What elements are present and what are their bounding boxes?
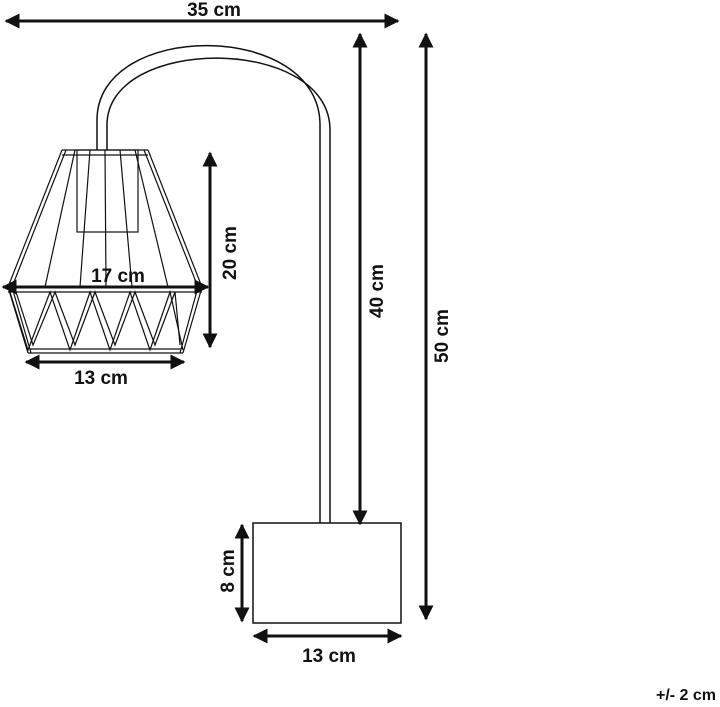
label-shade-bottom-width: 13 cm [74, 368, 128, 389]
tolerance-note: +/- 2 cm [656, 687, 716, 704]
label-shade-width: 17 cm [91, 266, 145, 287]
label-overall-width: 35 cm [187, 0, 241, 21]
lamp-base [252, 522, 402, 624]
lamp-shade [7, 149, 203, 354]
label-base-width: 13 cm [302, 646, 356, 667]
label-shade-height: 20 cm [220, 226, 241, 280]
label-total-height: 50 cm [432, 309, 453, 363]
label-arm-height: 40 cm [367, 264, 388, 318]
lamp-arm [96, 44, 331, 523]
label-base-height: 8 cm [218, 549, 239, 592]
